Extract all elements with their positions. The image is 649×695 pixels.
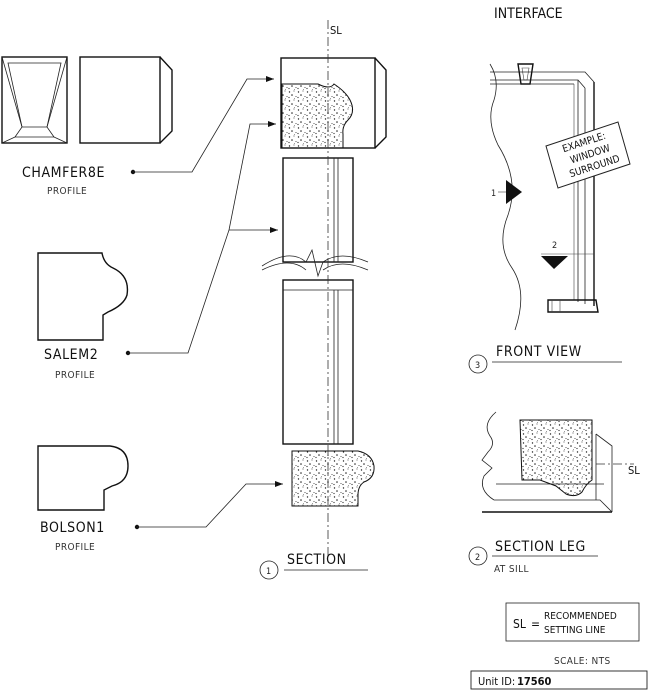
profile-sub-bolson1: PROFILE [55, 542, 95, 553]
leader-arrow-chamfer [266, 76, 274, 82]
section-leg-sub: AT SILL [494, 564, 529, 575]
profile-name-salem2: SALEM2 [44, 347, 98, 363]
unit-id-label: Unit ID: [478, 675, 515, 688]
profile-sub-chamfer8e: PROFILE [47, 186, 87, 197]
section-sl-marker: SL [330, 24, 342, 37]
section-leg-drawing [481, 411, 634, 513]
chamfer-profile-drawing [1, 56, 173, 144]
profile-name-chamfer8e: CHAMFER8E [22, 165, 105, 181]
unit-id-box [470, 670, 648, 690]
front-view-number: 3 [475, 361, 480, 371]
section-number: 1 [266, 567, 271, 577]
scale-note: SCALE: NTS [554, 656, 611, 667]
bolson-profile-drawing [37, 445, 129, 511]
legend-line1: RECOMMENDED [544, 611, 617, 622]
section-leg-label: SECTION LEG [495, 539, 586, 555]
leader-salem [128, 123, 278, 354]
legend-symbol: SL [513, 617, 526, 631]
profile-name-bolson1: BOLSON1 [40, 520, 105, 536]
section-leg-sl-marker: SL [628, 464, 640, 477]
front-view-callout-1: 1 [491, 189, 496, 199]
legend-equals: = [531, 617, 540, 631]
leader-bolson [137, 483, 283, 528]
front-view-number-circle [468, 354, 488, 374]
section-number-circle [259, 560, 279, 580]
legend-line2: SETTING LINE [544, 625, 606, 636]
section-leg-number-circle [468, 546, 488, 566]
leader-chamfer [133, 78, 274, 173]
leader-arrow-bolson [275, 481, 283, 487]
legend-box [505, 602, 640, 642]
interface-title: INTERFACE [494, 6, 563, 22]
front-view-drawing [489, 63, 631, 331]
salem-profile-drawing [37, 252, 129, 341]
front-view-callout-2: 2 [552, 241, 557, 251]
section-drawing [261, 20, 387, 558]
section-label: SECTION [287, 552, 347, 568]
profile-sub-salem2: PROFILE [55, 370, 95, 381]
leader-arrow-salem [268, 121, 278, 233]
section-leg-number: 2 [475, 553, 480, 563]
unit-id-value: 17560 [517, 675, 552, 688]
front-view-label: FRONT VIEW [496, 344, 582, 360]
